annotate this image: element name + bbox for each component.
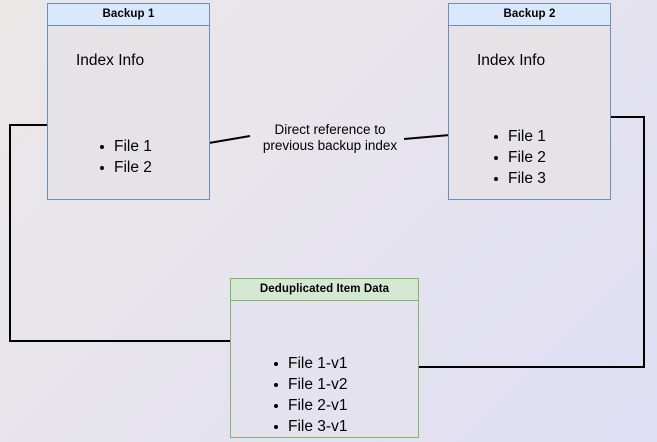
- list-item: File 1: [493, 126, 546, 147]
- list-item: File 2: [493, 147, 546, 168]
- node-backup-1[interactable]: Backup 1 Index Info File 1 File 2: [47, 3, 210, 200]
- node-deduplicated-item-data[interactable]: Deduplicated Item Data File 1-v1 File 1-…: [230, 278, 419, 438]
- list-item: File 2-v1: [273, 395, 347, 416]
- list-item: File 3: [493, 168, 546, 189]
- node-backup-2-file-list: File 1 File 2 File 3: [493, 126, 546, 189]
- edge-label-direct-reference: Direct reference to previous backup inde…: [250, 122, 410, 154]
- node-backup-2[interactable]: Backup 2 Index Info File 1 File 2 File 3: [448, 3, 611, 200]
- node-dedup-file-list: File 1-v1 File 1-v2 File 2-v1 File 3-v1: [273, 353, 347, 437]
- edge-label-line-1: Direct reference to: [274, 122, 386, 137]
- list-item: File 1-v2: [273, 374, 347, 395]
- node-backup-2-header: Backup 2: [449, 4, 610, 26]
- list-item: File 1: [99, 136, 152, 157]
- node-backup-2-body: Index Info File 1 File 2 File 3: [449, 26, 610, 199]
- node-backup-1-body: Index Info File 1 File 2: [48, 26, 209, 199]
- node-backup-2-subtitle: Index Info: [477, 52, 546, 69]
- node-dedup-header: Deduplicated Item Data: [231, 279, 418, 301]
- list-item: File 3-v1: [273, 416, 347, 437]
- node-backup-1-header: Backup 1: [48, 4, 209, 26]
- list-item: File 1-v1: [273, 353, 347, 374]
- edge-label-line-2: previous backup index: [262, 138, 398, 153]
- node-backup-1-file-list: File 1 File 2: [99, 136, 152, 178]
- node-dedup-body: File 1-v1 File 1-v2 File 2-v1 File 3-v1: [231, 301, 418, 437]
- node-backup-1-subtitle: Index Info: [76, 52, 145, 69]
- list-item: File 2: [99, 157, 152, 178]
